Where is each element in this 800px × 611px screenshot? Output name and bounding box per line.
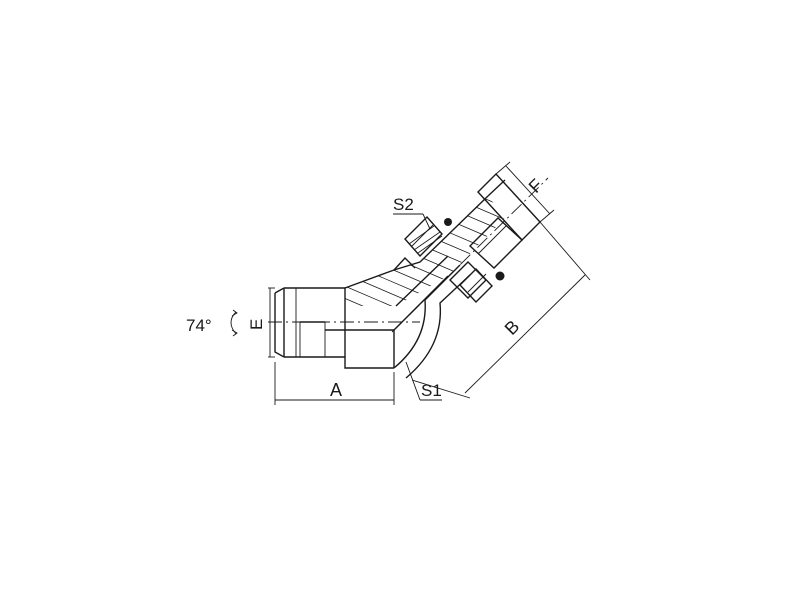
- left-body: [268, 287, 420, 369]
- hatch-pattern: [345, 196, 505, 306]
- angled-body: [344, 177, 549, 379]
- o-ring-lower: [495, 271, 505, 281]
- dimension-e-label: E: [247, 319, 266, 330]
- nut-s2: [404, 215, 452, 258]
- angle-label: 74°: [186, 316, 212, 335]
- dimension-b-label: B: [501, 316, 524, 339]
- dimension-a-label: A: [330, 380, 342, 400]
- swivel-end: [449, 172, 541, 304]
- dimension-f-label: F: [525, 175, 547, 197]
- s1-label: S1: [421, 381, 442, 400]
- o-ring-upper: [444, 218, 452, 226]
- s2-label: S2: [393, 195, 414, 214]
- dimensions: [230, 161, 591, 405]
